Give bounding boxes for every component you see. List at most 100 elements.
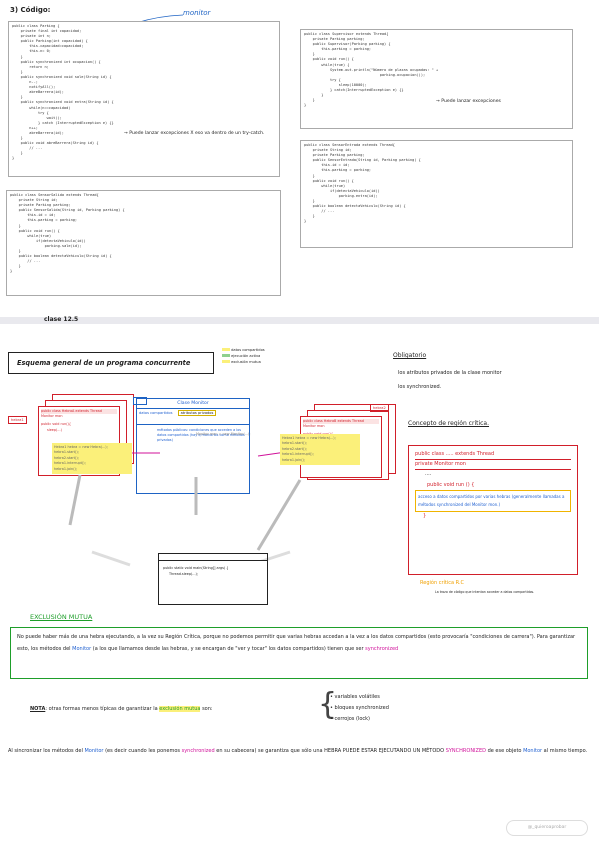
thread-left-run: public void run(){ [41, 422, 72, 427]
main-sleep: Thread.sleep(...); [169, 572, 198, 576]
code-line: } [304, 103, 307, 108]
code-line: n--; [12, 80, 38, 85]
code-line: private final int capacidad; [12, 29, 82, 34]
monitor-new-note: Monitor mon = new Monitor(...); [196, 432, 251, 436]
class-label: clase 12.5 [44, 316, 79, 323]
hebra1-tag: hebra1 [8, 416, 27, 424]
final-p1: Al sincronizar los métodos del [8, 748, 83, 754]
code-line: } [304, 173, 315, 178]
wait-note: → Puede lanzar excepciones X eso va dent… [124, 131, 265, 136]
code-line: private int n; [12, 34, 51, 39]
code-line: } [12, 54, 23, 59]
code-line: public class Supervisor extends Thread{ [304, 32, 389, 36]
yellow-line: hebra1.start(); [282, 441, 307, 446]
code-line: this.n= 0; [12, 49, 51, 54]
code-line: } [10, 264, 21, 269]
code-line: public class SensorSalida extends Thread… [10, 193, 99, 197]
code-line: } [304, 98, 315, 103]
section-label: 3) Código: [10, 6, 51, 14]
code-line: public class SensorEntrada extends Threa… [304, 143, 395, 147]
nota-item: • bloques synchronized [330, 705, 389, 711]
monitor-methods: métodos públicos: condiciones que accede… [157, 428, 245, 443]
monitor-class-title: Clase Monitor [137, 399, 249, 409]
code-line: public boolean detectaVehiculo(String id… [304, 204, 406, 209]
legend-item: datos compartidos [222, 347, 265, 353]
supervisor-box: public class Supervisor extends Thread{ … [300, 29, 573, 129]
obligatorio-item2: los synchronized. [398, 384, 442, 390]
code-line: private Parking parking; [304, 37, 365, 42]
code-line: public Parking(int capacidad) { [12, 39, 88, 44]
parking-class-code: public class Parking { private final int… [12, 24, 276, 162]
code-line: System.out.println("Número de plazas ocu… [304, 67, 439, 72]
rc-caption: Región crítica R.C [420, 580, 465, 586]
region-critica-title: Concepto de región crítica. [408, 420, 490, 427]
watermark: @_quieroaprobar [506, 820, 588, 836]
exclusion-sync: synchronized [365, 646, 399, 652]
code-line: public synchronized void entra(String id… [12, 100, 114, 105]
exclusion-box: No puede haber más de una hebra ejecutan… [10, 627, 588, 679]
thread-left-header: public class HebraA extends Thread [41, 409, 117, 415]
exclusion-text2: (a los que llamamos desde las hebras, y … [92, 646, 364, 652]
final-sync-caps: SYNCHRONIZED [445, 748, 486, 754]
scheme-title: Esquema general de un programa concurren… [17, 359, 191, 367]
code-line: public void run() { [304, 178, 354, 183]
final-p5: al mismo tiempo. [543, 748, 588, 754]
parking-class-box: public class Parking { private final int… [8, 21, 280, 177]
legend-item: exclusión mutua [222, 359, 265, 365]
final-p3: en su cabecera) se garantiza que sólo un… [216, 748, 445, 754]
final-paragraph: Al sincronizar los métodos del Monitor (… [8, 745, 588, 758]
code-line: public class Parking { [12, 24, 60, 28]
code-line: parking.ocupacion()); [304, 72, 426, 77]
code-line: } catch(InterruptedException e) {} [304, 88, 404, 93]
main-tab [158, 553, 268, 561]
code-line: while(n==capacidad) [12, 105, 71, 110]
yellow-line: Hebra1 hebra = new Hebra(...); [54, 445, 108, 449]
nota-item: • variables volátiles [330, 694, 380, 700]
code-line: try { [12, 110, 49, 115]
code-line: this.parking = parking; [304, 47, 372, 52]
sensor-entrada-box: public class SensorEntrada extends Threa… [300, 140, 573, 248]
code-line: private String id; [10, 198, 58, 203]
rc-close: } [423, 513, 427, 519]
region-critica-box: public class ..... extends Thread privat… [408, 445, 578, 575]
code-line: sleep(10000); [304, 82, 367, 87]
final-sync: synchronized [181, 748, 215, 754]
rc-class-line: public class ..... extends Thread [415, 450, 571, 460]
yellow-line: Hebra1 hebra = new Hebra(...); [282, 436, 336, 440]
code-line: } [304, 52, 315, 57]
obligatorio-title: Obligatorio [393, 352, 427, 359]
thread-left-monitor: Monitor mon [41, 414, 63, 419]
monitor-shared-tag: atributos privados [177, 410, 217, 416]
code-line: public SensorEntrada(String id, Parking … [304, 158, 421, 163]
sensor-salida-box: public class SensorSalida extends Thread… [6, 190, 281, 296]
code-line: public boolean detectaVehiculo(String id… [10, 254, 112, 259]
yellow-line: hebra1.join(); [54, 466, 77, 471]
nota: NOTA: otras formas menos típicas de gara… [30, 706, 213, 712]
final-p2: (es decir cuando les ponemos [105, 748, 180, 754]
code-line: } [12, 151, 23, 156]
yellow-line: hebra1.join(); [282, 457, 305, 462]
code-line: try { [304, 77, 341, 82]
code-line: this.id = id; [304, 163, 350, 168]
legend: datos compartidos ejecución activa exclu… [222, 347, 265, 365]
code-line: abreBarrera(id); [12, 90, 64, 95]
nota-item: • cerrojos (lock) [330, 716, 370, 722]
code-line: wait(); [12, 115, 62, 120]
main-line: public static void main(String[] args) { [163, 566, 229, 570]
yellow-line: hebra2.start(); [54, 455, 79, 460]
code-line: public void abreBarrera(String id) { [12, 141, 99, 146]
code-line: } [10, 223, 21, 228]
code-line: private Parking parking; [304, 153, 365, 158]
nota-list: • variables volátiles • bloques synchron… [330, 692, 389, 725]
code-line: if(detectaVehiculo(id)) [304, 188, 380, 193]
nota-brace: { [318, 687, 338, 722]
code-line: } [304, 219, 307, 224]
code-line: public void run() { [304, 57, 354, 62]
nota-label: NOTA [30, 706, 46, 712]
code-line: public synchronized int ocupacion() { [12, 59, 101, 64]
code-line: while(true) [10, 233, 52, 238]
final-p4: de ese objeto [487, 748, 522, 754]
final-monitor2: Monitor [523, 748, 543, 754]
yellow-note-left: Hebra1 hebra = new Hebra(...); hebra1.st… [52, 443, 132, 475]
code-line: public Supervisor(Parking parking) { [304, 42, 391, 47]
